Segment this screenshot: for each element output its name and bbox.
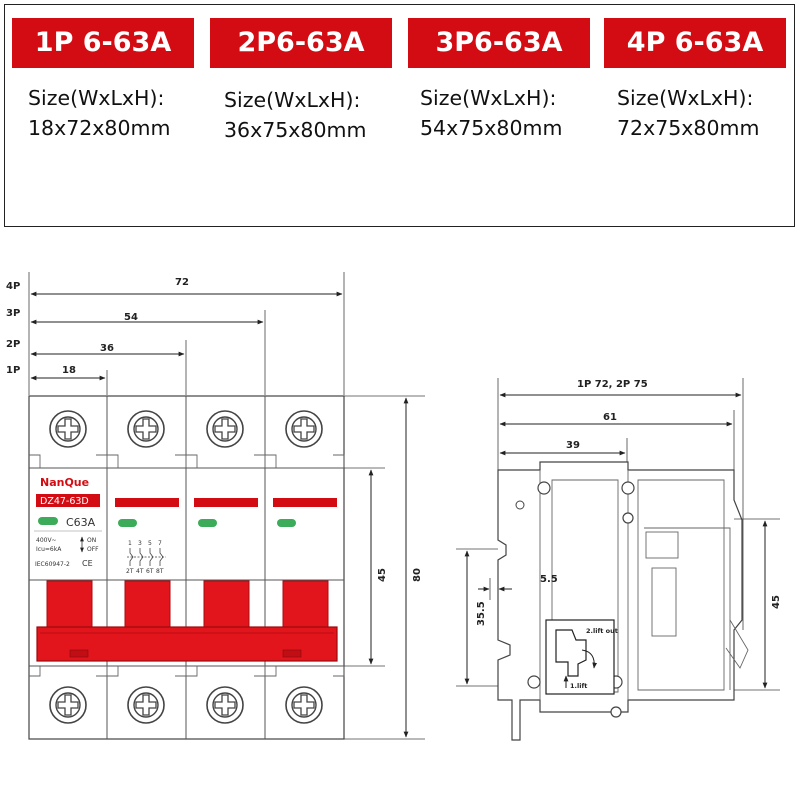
terminal-label: 2T	[126, 568, 134, 575]
variant-2p-badge: 2P6-63A	[210, 18, 392, 68]
bottom-screw-icon	[127, 686, 165, 724]
lift-label: 1.lift	[570, 682, 587, 690]
model-badge	[36, 494, 100, 507]
model-text: DZ47-63D	[40, 496, 89, 507]
dimension-drawing: 4P 3P 2P 1P 72 54 36 18	[6, 272, 782, 741]
status-indicator	[277, 519, 296, 527]
pole-label-2p: 2P	[6, 339, 20, 350]
wiring-diagram: 1 3 5 7 2T 4T 6T 8T	[126, 540, 166, 575]
terminal-label: 5	[148, 540, 152, 547]
pole-label-1p: 1P	[6, 365, 20, 376]
dim-text-side-45: 45	[771, 595, 782, 609]
switch-toggle[interactable]	[46, 580, 93, 630]
pole-bar	[273, 498, 337, 507]
top-screw-icon	[49, 410, 87, 448]
variants-panel	[4, 4, 795, 227]
rating-text: C63A	[66, 516, 96, 529]
side-view: 1P 72, 2P 75 61 39 2.lift out 1.li	[456, 378, 782, 741]
side-profile	[497, 461, 743, 741]
mount-hole-icon	[527, 675, 541, 689]
dim-text-61: 61	[603, 412, 617, 423]
variant-2p-size-value: 36x75x80mm	[224, 118, 367, 142]
variant-2p-size-label: Size(WxLxH):	[224, 88, 361, 112]
bottom-screw-icon	[206, 686, 244, 724]
variant-4p-size-label: Size(WxLxH):	[617, 86, 754, 110]
switch-toggle[interactable]	[203, 580, 250, 630]
dim-text-36: 36	[100, 343, 114, 354]
dim-text-72-75: 1P 72, 2P 75	[577, 379, 648, 390]
variant-1p-size-label: Size(WxLxH):	[28, 86, 165, 110]
terminal-label: 6T	[146, 568, 154, 575]
voltage-text: 400V~	[36, 537, 57, 544]
terminal-label: 7	[158, 540, 162, 547]
din-clip-icon	[555, 629, 587, 677]
variant-1p-size-value: 18x72x80mm	[28, 116, 171, 140]
switch-toggle[interactable]	[282, 580, 329, 630]
variant-4p-size-value: 72x75x80mm	[617, 116, 760, 140]
dim-text-54: 54	[124, 312, 138, 323]
switch-toggle[interactable]	[124, 580, 171, 630]
dim-text-18: 18	[62, 365, 76, 376]
variant-3p-size-value: 54x75x80mm	[420, 116, 563, 140]
top-screw-icon	[285, 410, 323, 448]
terminal-label: 1	[128, 540, 132, 547]
on-label: ON	[87, 537, 96, 544]
bottom-screw-icon	[49, 686, 87, 724]
mount-hole-icon	[610, 706, 622, 718]
mount-hole-icon	[537, 481, 551, 495]
dim-text-45: 45	[377, 568, 388, 582]
top-screw-icon	[206, 410, 244, 448]
mount-hole-icon	[622, 512, 634, 524]
status-indicator	[38, 517, 58, 525]
dim-text-35-5: 35.5	[476, 601, 487, 626]
handle-tab	[282, 649, 302, 658]
lift-out-label: 2.lift out	[586, 627, 618, 635]
pole-bar	[194, 498, 258, 507]
off-label: OFF	[87, 546, 99, 553]
mount-hole-icon	[621, 481, 635, 495]
pole-label-3p: 3P	[6, 308, 20, 319]
status-indicator	[118, 519, 137, 527]
variant-3p-size-label: Size(WxLxH):	[420, 86, 557, 110]
terminal-label: 3	[138, 540, 142, 547]
terminal-label: 8T	[156, 568, 164, 575]
pole-bar	[115, 498, 179, 507]
terminal-label: 4T	[136, 568, 144, 575]
din-clip-detail	[545, 619, 615, 695]
top-screw-icon	[127, 410, 165, 448]
dim-text-5-5: 5.5	[540, 574, 558, 585]
mount-hole-icon	[515, 500, 525, 510]
variant-3p-badge: 3P6-63A	[408, 18, 590, 68]
brand-logo: NanQue	[40, 476, 89, 489]
status-indicator	[198, 519, 217, 527]
standard-text: IEC60947-2	[35, 561, 70, 568]
variant-1p-badge: 1P 6-63A	[12, 18, 194, 68]
ce-mark: CE	[82, 559, 93, 568]
dim-text-39: 39	[566, 440, 580, 451]
pole-label-4p: 4P	[6, 281, 20, 292]
dim-text-72: 72	[175, 277, 189, 288]
icu-text: Icu=6kA	[36, 546, 62, 553]
handle-tab	[69, 649, 89, 658]
dim-text-80: 80	[412, 568, 423, 582]
variant-4p-badge: 4P 6-63A	[604, 18, 786, 68]
bottom-screw-icon	[285, 686, 323, 724]
front-view: 4P 3P 2P 1P 72 54 36 18	[6, 272, 425, 740]
